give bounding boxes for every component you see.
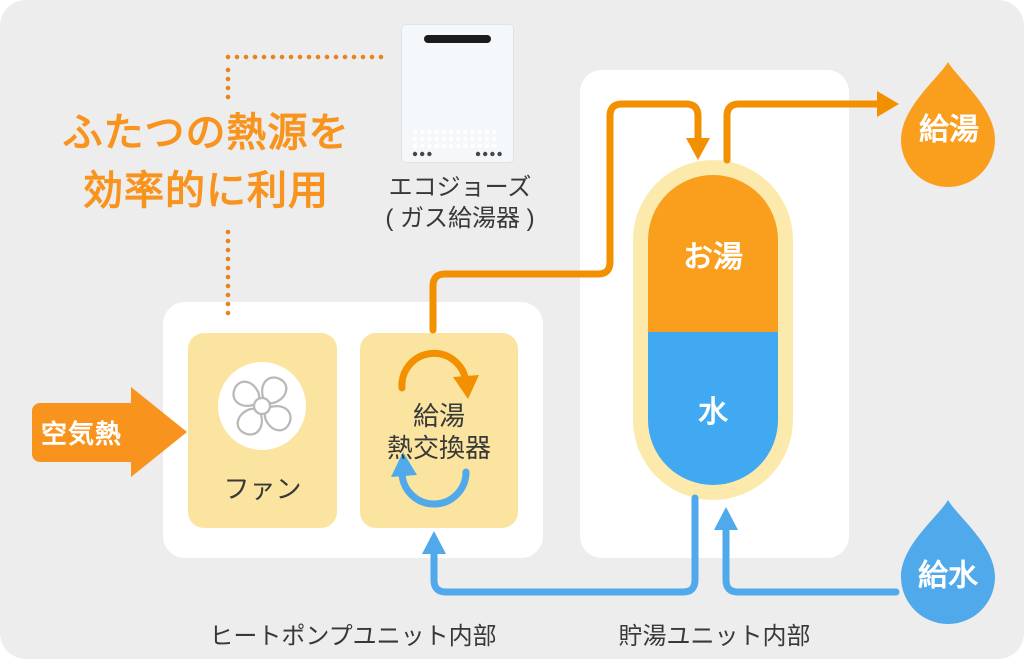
tank-cold-water-section: 水 [648, 332, 778, 485]
fan-box: ファン [188, 333, 337, 528]
hot-water-out-label: 給湯 [919, 113, 979, 147]
water-in-label: 給水 [918, 559, 979, 593]
gas-heater-name: エコジョーズ [388, 174, 532, 201]
storage-unit-caption: 貯湯ユニット内部 [618, 623, 811, 650]
tank-hot-water-section: お湯 [648, 175, 778, 332]
fan-label: ファン [223, 474, 302, 504]
fan-circle [218, 362, 306, 450]
gas-heater-icon [402, 25, 513, 162]
gas-heater-label: エコジョーズ ( ガス給湯器 ) [372, 172, 548, 234]
heat-exchanger-label-line1: 給湯 [412, 401, 465, 431]
water-droplet-icon: 給水 [901, 500, 995, 624]
heat-exchanger-label-line2: 熱交換器 [386, 433, 491, 463]
heat-exchanger-box: 給湯 熱交換器 [360, 333, 518, 528]
gas-heater-vent-icon [412, 35, 504, 157]
tank-cold-label: 水 [698, 395, 728, 429]
heat-pump-unit-caption: ヒートポンプユニット内部 [209, 623, 497, 650]
gas-heater-sub: ( ガス給湯器 ) [385, 205, 535, 232]
tank-hot-label: お湯 [683, 240, 743, 274]
air-heat-arrow-head-icon [131, 387, 187, 477]
air-heat-label: 空気熱 [40, 419, 122, 449]
headline-line1: ふたつの熱源を [62, 111, 350, 155]
heat-exchanger-label: 給湯 熱交換器 [360, 400, 518, 464]
tank: お湯 水 [648, 175, 778, 485]
air-heat-arrow: 空気熱 [32, 403, 131, 462]
headline-line2: 効率的に利用 [83, 169, 329, 213]
headline: ふたつの熱源を 効率的に利用 [28, 104, 384, 220]
fan-icon [232, 376, 292, 436]
hot-water-droplet-icon: 給湯 [901, 62, 995, 187]
